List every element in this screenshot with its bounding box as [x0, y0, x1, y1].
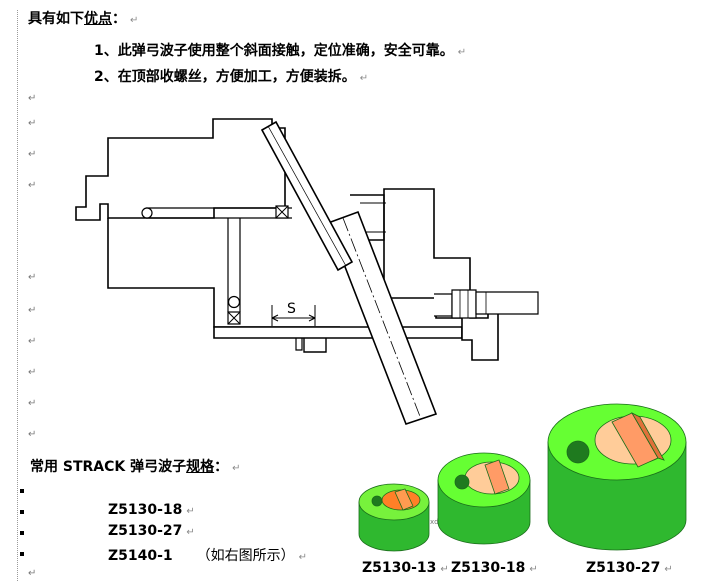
paragraph-mark: ↵	[28, 568, 37, 579]
bullet	[20, 552, 24, 556]
inclined-slider	[326, 210, 438, 425]
part-medium	[437, 452, 531, 545]
specs-heading: 常用 STRACK 弹弓波子规格：↵	[30, 459, 241, 475]
paragraph-mark: ↵	[28, 149, 37, 160]
model-item-3: Z5140-1（如右图所示）↵	[108, 548, 308, 564]
body-lower	[107, 218, 340, 328]
bullet	[20, 531, 24, 535]
body-outline	[75, 118, 286, 221]
paragraph-mark: ↵	[28, 272, 37, 283]
caption-part-large: Z5130-27↵	[586, 560, 673, 576]
advantage-item-2: 2、在顶部收螺丝，方便加工，方便装拆。↵	[94, 69, 369, 85]
paragraph-mark: ↵	[28, 180, 37, 191]
part-tiny-label: xd	[430, 518, 439, 526]
model-item-1: Z5130-18↵	[108, 502, 195, 518]
channel-horizontal	[146, 207, 292, 219]
bullet-empty	[20, 489, 24, 493]
cross-section-drawing: S	[75, 118, 539, 425]
paragraph-mark: ↵	[28, 429, 37, 440]
advantage-item-1: 1、此弹弓波子使用整个斜面接触，定位准确，安全可靠。↵	[94, 43, 467, 59]
advantages-heading: 具有如下优点：↵	[28, 11, 139, 27]
margin-guide	[17, 10, 18, 581]
paragraph-mark: ↵	[28, 398, 37, 409]
paragraph-mark: ↵	[28, 336, 37, 347]
bullet	[20, 510, 24, 514]
side-screw	[434, 293, 453, 317]
paragraph-mark: ↵	[28, 305, 37, 316]
channel-end	[141, 207, 153, 219]
paragraph-mark: ↵	[28, 367, 37, 378]
dimension-s-label: S	[287, 301, 296, 317]
part-renders: xd	[358, 403, 687, 552]
part-small	[358, 483, 430, 552]
model-item-2: Z5130-27↵	[108, 523, 195, 539]
dimension-line	[271, 305, 316, 326]
ball	[227, 295, 241, 309]
channel-vertical	[227, 218, 241, 312]
paragraph-mark: ↵	[28, 93, 37, 104]
part-large	[547, 403, 687, 551]
lower-plate	[213, 326, 463, 339]
caption-part-medium: Z5130-18↵	[451, 560, 538, 576]
caption-part-small: Z5130-13↵	[362, 560, 449, 576]
paragraph-mark: ↵	[28, 118, 37, 129]
